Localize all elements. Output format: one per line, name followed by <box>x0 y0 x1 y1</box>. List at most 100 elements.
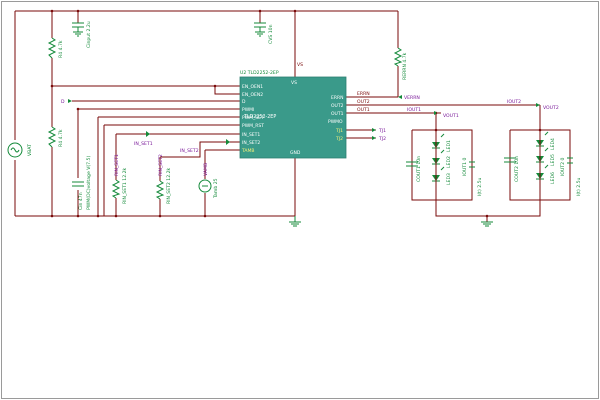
ic-body[interactable] <box>239 76 347 159</box>
ic-pin-en-oen2: EN_OEN2 <box>242 92 263 98</box>
rin-set2-label: RIN_SET2 12.2k <box>166 167 172 204</box>
ic-pin-tamb: TAMB <box>241 148 254 154</box>
net-verrn: VERRN <box>398 95 420 101</box>
led-led3[interactable]: LED3 <box>432 166 452 185</box>
led1-label: LED1 <box>446 140 452 152</box>
ic-pin-gnd: GND <box>290 150 301 156</box>
capacitor-cout1[interactable]: COUT1 10n <box>406 156 422 182</box>
wire-in-set2 <box>160 141 240 158</box>
net-errn-label: ERRN <box>357 91 370 97</box>
net-vs: VS <box>297 62 303 68</box>
iout2-src-label: IOUT2 0 <box>560 157 566 176</box>
net-in-set2-arrow <box>226 139 230 145</box>
cout1-label: COUT1 10n <box>416 156 422 182</box>
current-source-iout1[interactable]: IOUT1 0 I(t) 2.5u <box>462 157 483 196</box>
vbat-label: VBAT <box>27 144 33 156</box>
resistor-r4-lower[interactable]: R4 4.7k <box>47 126 64 148</box>
led4-label: LED4 <box>550 138 556 150</box>
ic-pin-en-oen1: EN_OEN1 <box>242 84 263 90</box>
voltage-source-vbat[interactable]: VBAT <box>7 142 33 158</box>
rerrn-label: RERRN 4.7k <box>402 52 408 80</box>
net-in-set1: IN_SET1 <box>134 131 153 147</box>
ic-pin-errn: ERRN <box>331 95 343 101</box>
iout1-src-label: IOUT1 0 <box>462 157 468 176</box>
net-in-set2-label: IN_SET2 <box>180 148 199 154</box>
led6-label: LED6 <box>550 172 556 184</box>
rin-set1-label: RIN_SET1 12.2k <box>122 167 128 204</box>
tamb-label: Tamb 25 <box>213 178 219 199</box>
junction <box>76 9 80 13</box>
net-vout1-label: VOUT1 <box>443 113 459 119</box>
voltage-source-tamb[interactable]: VAMB Tamb 25 <box>198 163 219 199</box>
junction <box>158 214 162 218</box>
ic-pin-d: D <box>242 99 246 105</box>
led-led4[interactable]: LED4 <box>536 131 556 150</box>
ic-pin-pwm-set: PWM_SET <box>242 115 264 121</box>
ic-ref: U2 TLD2252-2EP <box>240 70 279 76</box>
resistor-rerrn[interactable]: RERRN 4.7k <box>393 47 408 80</box>
net-d-label: D <box>61 99 65 105</box>
current-source-iout2[interactable]: IOUT2 0 I(t) 2.5u <box>560 157 582 196</box>
rin-set1-ref: RIN_SET1 <box>114 154 120 176</box>
wire-out1 <box>346 112 437 130</box>
resistor-r4-upper[interactable]: R4 4.7k <box>47 37 64 59</box>
junction <box>293 9 297 13</box>
junction <box>50 84 54 88</box>
junction <box>50 9 54 13</box>
wire-out2-gnd <box>487 200 541 217</box>
capacitor-cinput[interactable]: Cinput 2.2u <box>72 21 92 48</box>
capacitor-pwm[interactable]: Cin 47n PWM(DC)voltage V(7.5) <box>72 156 92 210</box>
output-stage-1: COUT1 10n LED1 LED2 LED3 IOUT1 0 I(t) 2.… <box>406 130 483 200</box>
cinput-label: Cinput 2.2u <box>86 21 92 48</box>
net-iout1-label: IOUT1 <box>407 107 421 113</box>
r4-upper-label: R4 4.7k <box>58 40 64 58</box>
junction <box>258 9 262 13</box>
junction <box>96 214 100 218</box>
net-verrn-label: VERRN <box>404 95 420 101</box>
capacitor-cout2[interactable]: COUT2 10n <box>504 156 520 182</box>
led5-label: LED5 <box>550 154 556 166</box>
ground-symbol-outputs <box>481 221 493 227</box>
ic-pin-pwm-rst: PWM_RST <box>242 123 264 129</box>
resistor-rin-set2[interactable]: RIN_SET2 12.2k RIN_SET2 <box>155 154 172 204</box>
ic-pin-out2: OUT2 <box>331 103 344 109</box>
net-in-set1-arrow <box>146 131 150 137</box>
ic-name: TLD2252-2EP <box>243 114 276 120</box>
resistor-rin-set1[interactable]: RIN_SET1 12.2k RIN_SET1 <box>111 154 128 204</box>
wire-out1-loop <box>411 129 473 201</box>
pwm-voltage-label: PWM(DC)voltage V(7.5) <box>86 156 92 210</box>
ic-pin-vs: VS <box>291 80 297 86</box>
junction <box>203 214 207 218</box>
ground-symbol-ic <box>289 216 301 227</box>
junction <box>213 84 217 88</box>
wire-out2-loop <box>509 129 571 201</box>
ic-pin-in-set1: IN_SET1 <box>242 132 260 138</box>
led3-label: LED3 <box>446 173 452 185</box>
net-out1-wire-label: OUT1 <box>357 107 370 113</box>
wire-en1 <box>52 85 240 95</box>
wires <box>14 10 571 222</box>
cout2-label: COUT2 10n <box>514 156 520 182</box>
led-led6[interactable]: LED6 <box>536 164 556 184</box>
ic-pin-out1: OUT1 <box>331 111 344 117</box>
output-stage-2: COUT2 10n LED4 LED5 LED6 IOUT2 0 I(t) 2.… <box>504 130 582 200</box>
net-iout2-arrow <box>536 103 540 107</box>
net-tj1-label: TJ1 <box>378 128 386 134</box>
led-led1[interactable]: LED1 <box>432 133 452 152</box>
ic-pin-pwmi: PWMI <box>242 107 254 113</box>
ic-tld2252[interactable]: TLD2252-2EP U2 TLD2252-2EP VS GND EN_OEN… <box>239 70 347 159</box>
capacitor-cvs[interactable]: CVS 10n <box>254 22 274 44</box>
junction <box>114 214 118 218</box>
net-tj2-label: TJ2 <box>378 136 386 142</box>
r4-lower-label: R4 4.7k <box>58 129 64 147</box>
net-out2-wire-label: OUT2 <box>357 99 370 105</box>
net-vout2-label: VOUT2 <box>543 105 559 111</box>
junction <box>485 214 489 218</box>
net-tj1-arrow <box>372 128 376 132</box>
junction <box>76 214 80 218</box>
net-in-set2: IN_SET2 <box>180 139 230 154</box>
ic-pin-in-set2: IN_SET2 <box>242 140 260 146</box>
ic-pin-tj2: TJ2 <box>335 136 343 142</box>
